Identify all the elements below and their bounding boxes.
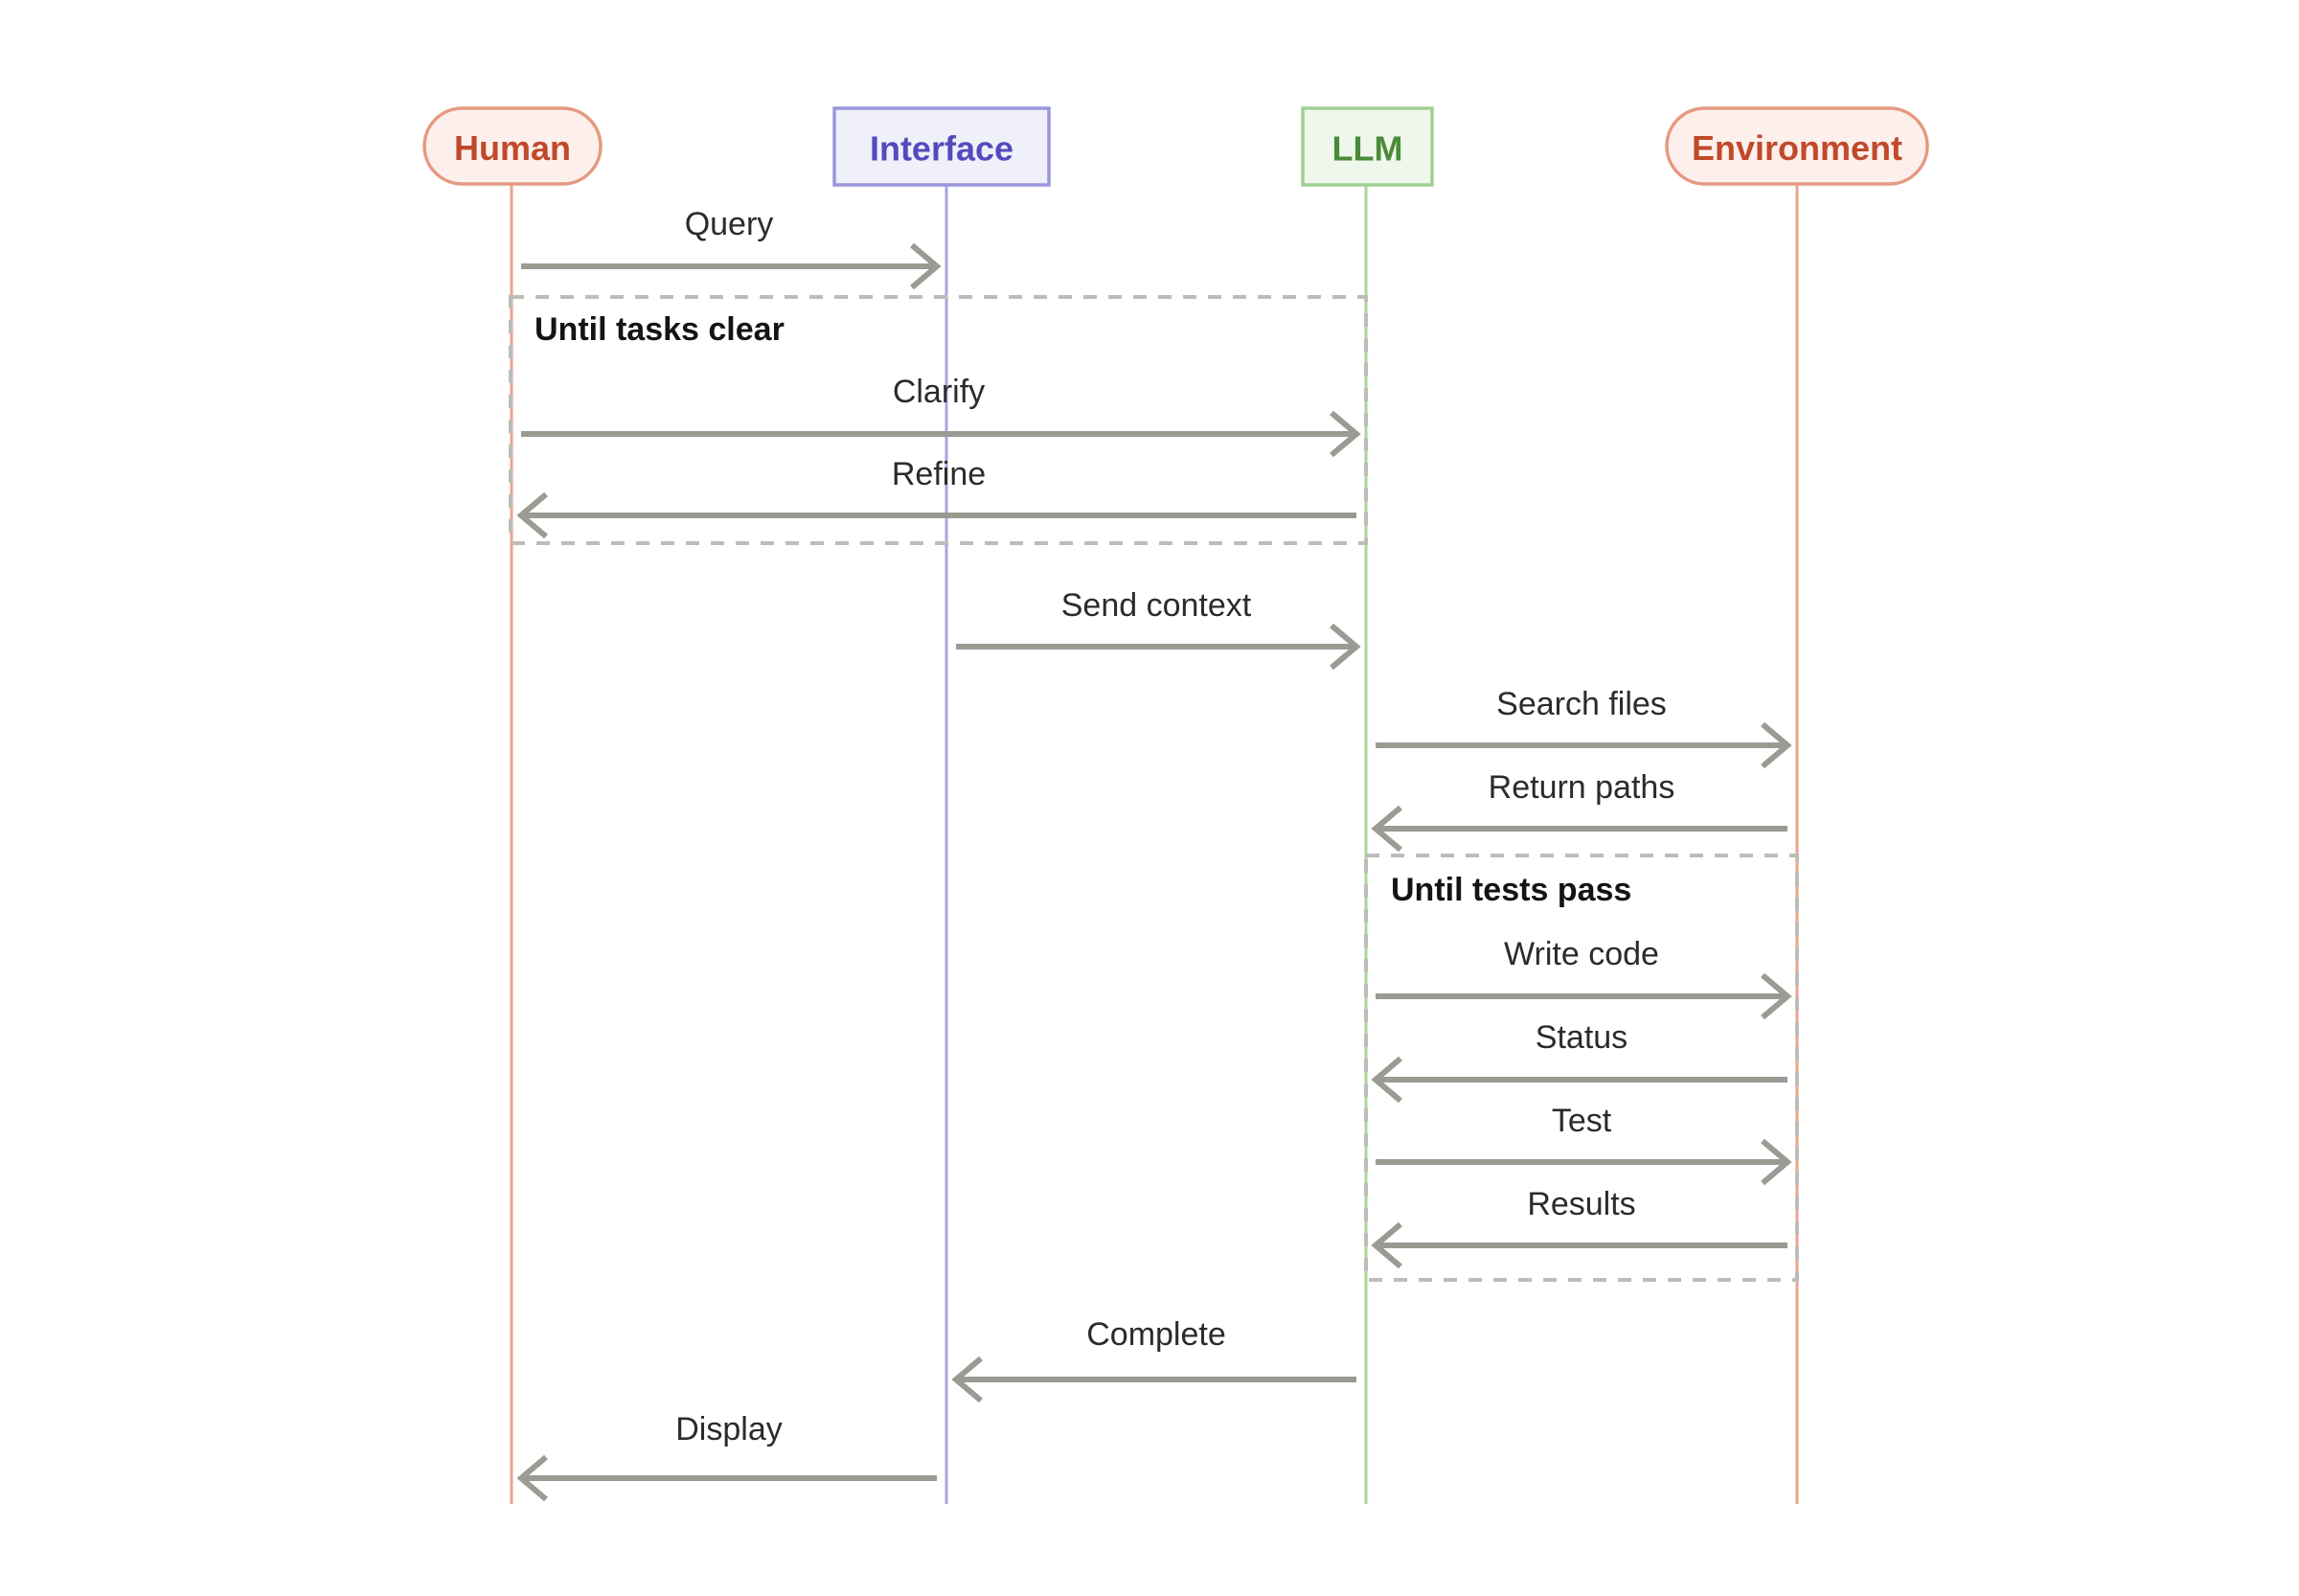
message-label-m9: Test <box>1552 1103 1612 1139</box>
message-label-m8: Status <box>1536 1019 1628 1056</box>
message-arrowhead-m2 <box>1330 410 1361 458</box>
message-label-m10: Results <box>1527 1186 1635 1222</box>
participant-human[interactable]: Human <box>422 106 603 186</box>
message-m5: Search files <box>1376 686 1792 769</box>
participant-interface[interactable]: Interface <box>832 106 1051 187</box>
message-label-m12: Display <box>675 1411 782 1448</box>
participant-box-llm[interactable] <box>1301 106 1434 187</box>
message-label-m1: Query <box>685 206 774 242</box>
message-m9: Test <box>1376 1103 1792 1186</box>
message-label-m6: Return paths <box>1489 769 1675 806</box>
participant-llm[interactable]: LLM <box>1301 106 1434 187</box>
participant-label-interface: Interface <box>870 129 1013 169</box>
message-m4: Send context <box>956 587 1361 671</box>
message-arrowhead-m10 <box>1371 1221 1402 1269</box>
message-label-m5: Search files <box>1496 686 1667 722</box>
message-arrowhead-m11 <box>951 1356 983 1403</box>
message-label-m2: Clarify <box>893 374 985 410</box>
lifelines-layer <box>510 185 1799 1504</box>
message-label-m11: Complete <box>1086 1316 1226 1353</box>
message-arrowhead-m7 <box>1761 972 1792 1020</box>
message-m6: Return paths <box>1371 769 1787 853</box>
message-m1: Query <box>521 206 942 290</box>
message-m2: Clarify <box>521 374 1361 458</box>
participant-environment[interactable]: Environment <box>1665 106 1929 186</box>
participant-nodes-layer: Human Interface LLM Environment <box>422 106 1929 187</box>
participant-label-environment: Environment <box>1692 128 1902 168</box>
message-arrowhead-m8 <box>1371 1056 1402 1104</box>
participant-label-human: Human <box>454 128 571 168</box>
message-label-m7: Write code <box>1504 936 1659 972</box>
message-label-m4: Send context <box>1061 587 1252 624</box>
message-arrowhead-m12 <box>516 1454 548 1502</box>
loop-block-loop-tests: Until tests pass <box>1364 854 1799 1282</box>
message-arrowhead-m9 <box>1761 1138 1792 1186</box>
message-arrowhead-m5 <box>1761 721 1792 769</box>
message-m12: Display <box>516 1411 937 1502</box>
loop-label-loop-tests: Until tests pass <box>1391 872 1631 908</box>
participant-label-llm: LLM <box>1332 129 1403 169</box>
participant-box-interface[interactable] <box>832 106 1051 187</box>
loop-boundary-loop-tasks <box>509 295 1368 545</box>
loop-label-loop-tasks: Until tasks clear <box>535 311 785 348</box>
message-m7: Write code <box>1376 936 1792 1020</box>
participant-box-environment[interactable] <box>1665 106 1929 186</box>
participant-box-human[interactable] <box>422 106 603 186</box>
loop-boundary-loop-tests <box>1364 854 1799 1282</box>
message-arrowhead-m3 <box>516 491 548 539</box>
message-m11: Complete <box>951 1316 1356 1403</box>
message-label-m3: Refine <box>892 456 986 492</box>
message-m3: Refine <box>516 456 1356 539</box>
message-m8: Status <box>1371 1019 1787 1104</box>
message-arrowhead-m6 <box>1371 805 1402 853</box>
message-m10: Results <box>1371 1186 1787 1269</box>
message-arrowhead-m1 <box>910 242 942 290</box>
message-arrowhead-m4 <box>1330 623 1361 671</box>
loop-block-loop-tasks: Until tasks clear <box>509 295 1368 545</box>
